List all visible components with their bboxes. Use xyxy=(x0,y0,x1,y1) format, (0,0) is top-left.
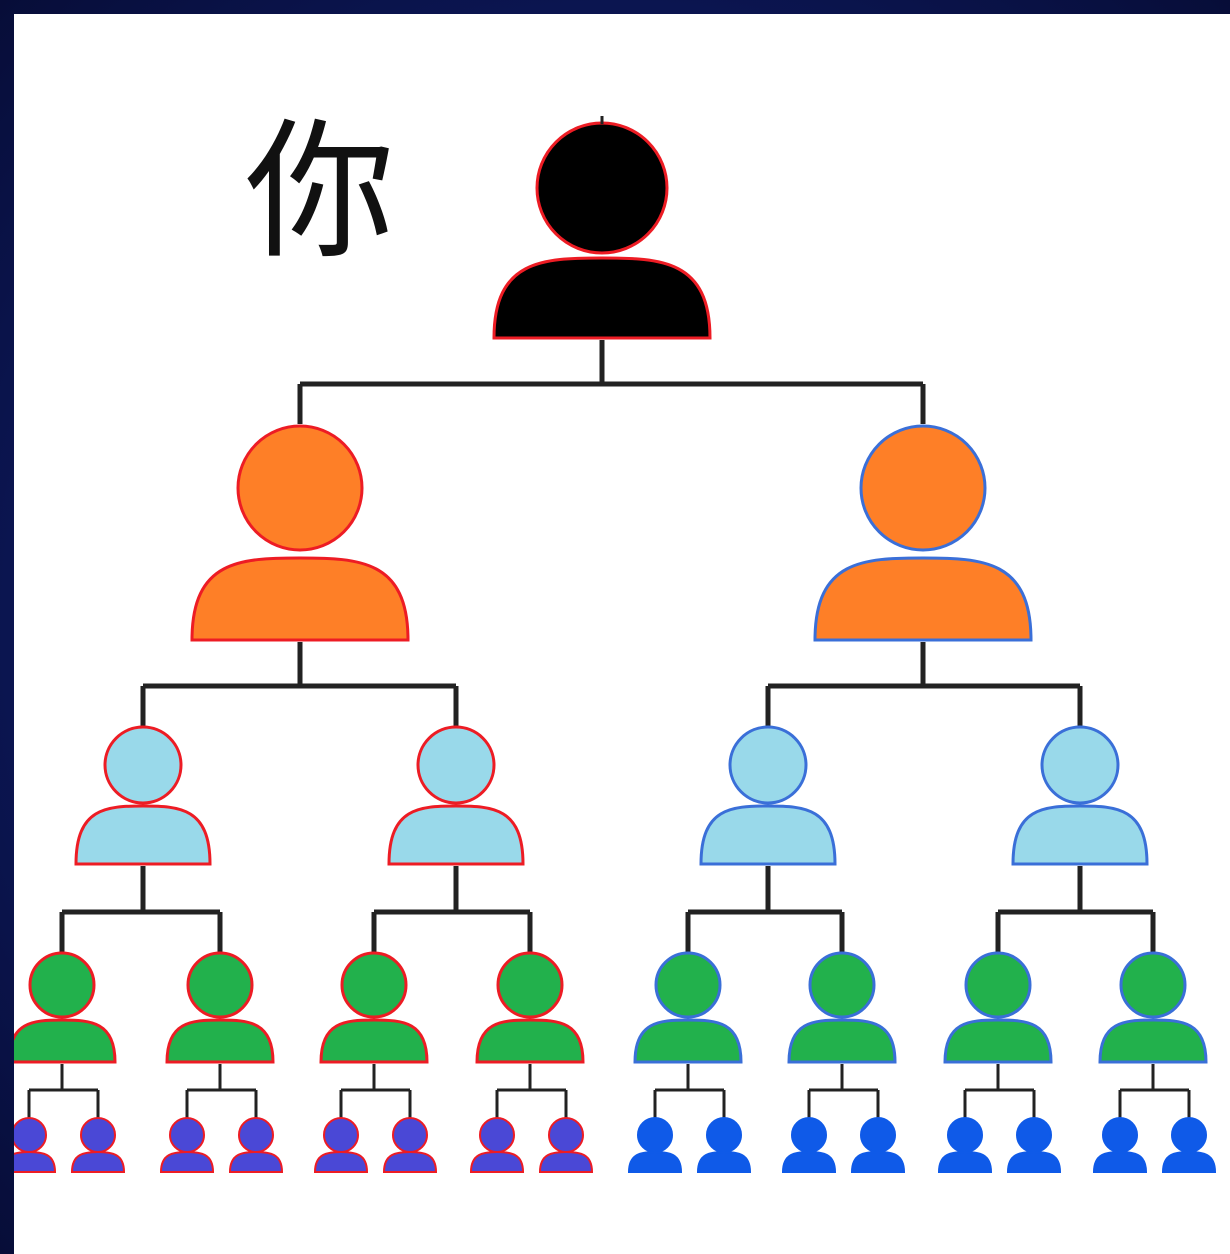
person-body xyxy=(787,1018,897,1064)
person-head xyxy=(14,1117,47,1153)
person-head xyxy=(238,1117,274,1153)
person-icon xyxy=(74,725,212,866)
person-body xyxy=(813,556,1033,642)
person-icon xyxy=(228,1117,284,1173)
person-body xyxy=(1092,1150,1148,1173)
person-icon xyxy=(1161,1117,1217,1173)
person-head xyxy=(1040,725,1120,805)
person-body xyxy=(14,1018,117,1064)
person-head xyxy=(1171,1117,1207,1153)
person-head xyxy=(859,424,987,552)
person-body xyxy=(159,1150,215,1173)
person-icon xyxy=(492,121,712,340)
person-head xyxy=(535,121,669,255)
person-body xyxy=(469,1150,525,1173)
person-body xyxy=(190,556,410,642)
person-icon xyxy=(538,1117,594,1173)
person-head xyxy=(392,1117,428,1153)
person-body xyxy=(781,1150,837,1173)
person-body xyxy=(699,804,837,866)
person-icon xyxy=(319,951,429,1064)
person-head xyxy=(186,951,254,1019)
person-head xyxy=(637,1117,673,1153)
person-icon xyxy=(313,1117,369,1173)
person-head xyxy=(1102,1117,1138,1153)
person-head xyxy=(340,951,408,1019)
person-body xyxy=(74,804,212,866)
person-body xyxy=(696,1150,752,1173)
person-head xyxy=(416,725,496,805)
person-icon xyxy=(813,424,1033,642)
person-icon xyxy=(627,1117,683,1173)
person-head xyxy=(791,1117,827,1153)
person-icon xyxy=(1006,1117,1062,1173)
person-body xyxy=(937,1150,993,1173)
person-body xyxy=(1011,804,1149,866)
person-body xyxy=(492,256,712,340)
person-icon xyxy=(159,1117,215,1173)
person-body xyxy=(627,1150,683,1173)
person-icon xyxy=(937,1117,993,1173)
person-head xyxy=(496,951,564,1019)
person-body xyxy=(633,1018,743,1064)
person-head xyxy=(860,1117,896,1153)
person-icon xyxy=(787,951,897,1064)
person-head xyxy=(654,951,722,1019)
person-icon xyxy=(1092,1117,1148,1173)
person-body xyxy=(1161,1150,1217,1173)
root-label: 你 xyxy=(245,106,396,280)
person-body xyxy=(387,804,525,866)
person-head xyxy=(169,1117,205,1153)
person-body xyxy=(14,1150,57,1173)
person-head xyxy=(1119,951,1187,1019)
person-head xyxy=(964,951,1032,1019)
person-body xyxy=(319,1018,429,1064)
person-body xyxy=(382,1150,438,1173)
person-body xyxy=(313,1150,369,1173)
person-body xyxy=(538,1150,594,1173)
person-head xyxy=(1016,1117,1052,1153)
person-body xyxy=(1006,1150,1062,1173)
person-icon xyxy=(781,1117,837,1173)
person-icon xyxy=(382,1117,438,1173)
person-body xyxy=(228,1150,284,1173)
person-head xyxy=(706,1117,742,1153)
person-icon xyxy=(699,725,837,866)
person-icon xyxy=(1098,951,1208,1064)
person-icon xyxy=(14,1117,57,1173)
person-body xyxy=(943,1018,1053,1064)
person-icon xyxy=(387,725,525,866)
person-icon xyxy=(633,951,743,1064)
person-icon xyxy=(696,1117,752,1173)
person-head xyxy=(323,1117,359,1153)
person-head xyxy=(103,725,183,805)
person-head xyxy=(947,1117,983,1153)
person-body xyxy=(1098,1018,1208,1064)
person-head xyxy=(808,951,876,1019)
person-icon xyxy=(14,951,117,1064)
person-head xyxy=(728,725,808,805)
person-icon xyxy=(943,951,1053,1064)
person-body xyxy=(475,1018,585,1064)
person-icon xyxy=(70,1117,126,1173)
person-head xyxy=(479,1117,515,1153)
person-icon xyxy=(190,424,410,642)
person-head xyxy=(548,1117,584,1153)
person-icon xyxy=(475,951,585,1064)
connector-lines xyxy=(27,340,1191,1118)
person-body xyxy=(850,1150,906,1173)
person-icon xyxy=(1011,725,1149,866)
person-icon xyxy=(165,951,275,1064)
person-body xyxy=(70,1150,126,1173)
person-head xyxy=(28,951,96,1019)
person-body xyxy=(165,1018,275,1064)
person-icon xyxy=(850,1117,906,1173)
person-icon xyxy=(469,1117,525,1173)
person-head xyxy=(236,424,364,552)
person-head xyxy=(80,1117,116,1153)
